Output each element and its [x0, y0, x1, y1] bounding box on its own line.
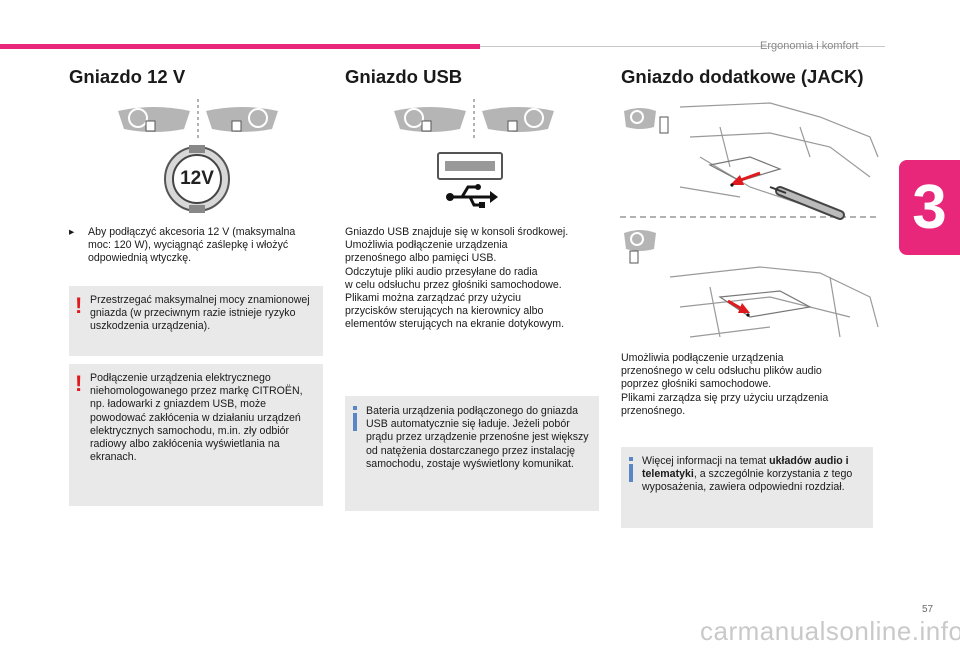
- usb-description-line: przenośnego albo pamięci USB.: [345, 252, 497, 265]
- warning-box-power: ! Przestrzegać maksymalnej mocy znamiono…: [69, 286, 323, 356]
- dashboard-location-icons-12v: [118, 99, 278, 141]
- instruction-12v: ▸ Aby podłączyć akcesoria 12 V (maksymal…: [69, 226, 319, 266]
- info-box-usb: Bateria urządzenia podłączonego do gniaz…: [345, 396, 599, 511]
- usb-description-line: Umożliwia podłączenie urządzenia: [345, 239, 508, 252]
- usb-description-line: Gniazdo USB znajduje się w konsoli środk…: [345, 226, 569, 238]
- info-box-jack: Więcej informacji na temat układów audio…: [621, 447, 873, 528]
- jack-description-line: Umożliwia podłączenie urządzenia: [621, 352, 784, 364]
- usb-description-line: Plikami można zarządzać przy użyciu: [345, 292, 522, 305]
- info-icon: [629, 457, 633, 461]
- info-jack-text: Więcej informacji na temat układów audio…: [642, 455, 866, 495]
- jack-description-line: przenośnego w celu odsłuchu plików audio: [621, 365, 822, 378]
- section-title-usb: Gniazdo USB: [345, 66, 463, 87]
- usb-description-line: elementów sterujących na ekranie dotykow…: [345, 318, 565, 331]
- warning-icon: !: [75, 293, 83, 318]
- info-usb-text: Bateria urządzenia podłączonego do gniaz…: [366, 405, 589, 470]
- instruction-12v-text: Aby podłączyć akcesoria 12 V (maksymalna…: [88, 226, 296, 265]
- warning-homologation-text: Podłączenie urządzenia elektrycznego nie…: [90, 372, 303, 464]
- dashboard-location-icons-usb: [394, 99, 554, 141]
- info-jack-bold-link: układów audio i telematyki: [642, 455, 849, 481]
- warning-power-text: Przestrzegać maksymalnej mocy znamionowe…: [90, 294, 310, 333]
- usb-port-icon: [437, 152, 503, 208]
- jack-description-line: Plikami zarządza się przy użyciu urządze…: [621, 391, 829, 404]
- info-icon-bar: [353, 413, 357, 431]
- usb-description-line: przycisków sterujących na kierownicy alb…: [345, 305, 544, 318]
- jack-description-line: poprzez głośniki samochodowe.: [621, 378, 772, 391]
- usb-description: Gniazdo USB znajduje się w konsoli środk…: [345, 226, 600, 332]
- usb-description-line: w celu odsłuchu przez głośniki samochodo…: [345, 278, 562, 291]
- page-number: 57: [922, 604, 934, 615]
- socket-12v-label: 12V: [180, 168, 214, 189]
- chapter-number: 3: [912, 173, 947, 242]
- chapter-header-title: Ergonomia i komfort: [760, 40, 859, 52]
- warning-icon: !: [75, 371, 83, 396]
- chapter-tab: [899, 160, 960, 255]
- bullet-arrow-icon: ▸: [69, 226, 75, 238]
- info-jack-prefix: Więcej informacji na temat: [642, 455, 770, 467]
- jack-location-illustration: [620, 102, 879, 338]
- section-title-12v: Gniazdo 12 V: [69, 66, 186, 87]
- socket-12v-icon: [164, 145, 230, 213]
- jack-description: Umożliwia podłączenie urządzenia przenoś…: [621, 352, 876, 418]
- header-accent-bar: [0, 44, 480, 49]
- info-icon-bar: [629, 464, 633, 482]
- jack-description-line: przenośnego.: [621, 404, 686, 417]
- usb-description-line: Odczytuje pliki audio przesyłane do radi…: [345, 265, 538, 278]
- section-title-jack: Gniazdo dodatkowe (JACK): [621, 66, 864, 87]
- info-jack-suffix: , a szczególnie korzystania z tego wypos…: [642, 468, 853, 494]
- watermark: carmanualsonline.info: [700, 616, 960, 646]
- header-rule: [480, 46, 885, 47]
- info-icon: [353, 406, 357, 410]
- warning-box-homologation: ! Podłączenie urządzenia elektrycznego n…: [69, 364, 323, 506]
